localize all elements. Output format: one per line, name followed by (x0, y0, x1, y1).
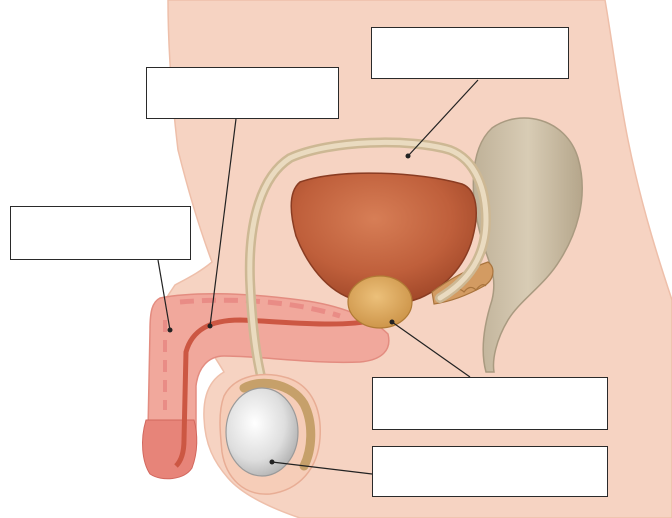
label-box-vas-deferens[interactable] (371, 27, 569, 79)
glans (143, 420, 197, 479)
prostate-gland (348, 276, 412, 328)
testis (226, 388, 298, 476)
label-box-urethra[interactable] (146, 67, 339, 119)
label-box-testis[interactable] (372, 446, 608, 497)
label-box-penis[interactable] (10, 206, 191, 260)
label-box-prostate[interactable] (372, 377, 608, 430)
